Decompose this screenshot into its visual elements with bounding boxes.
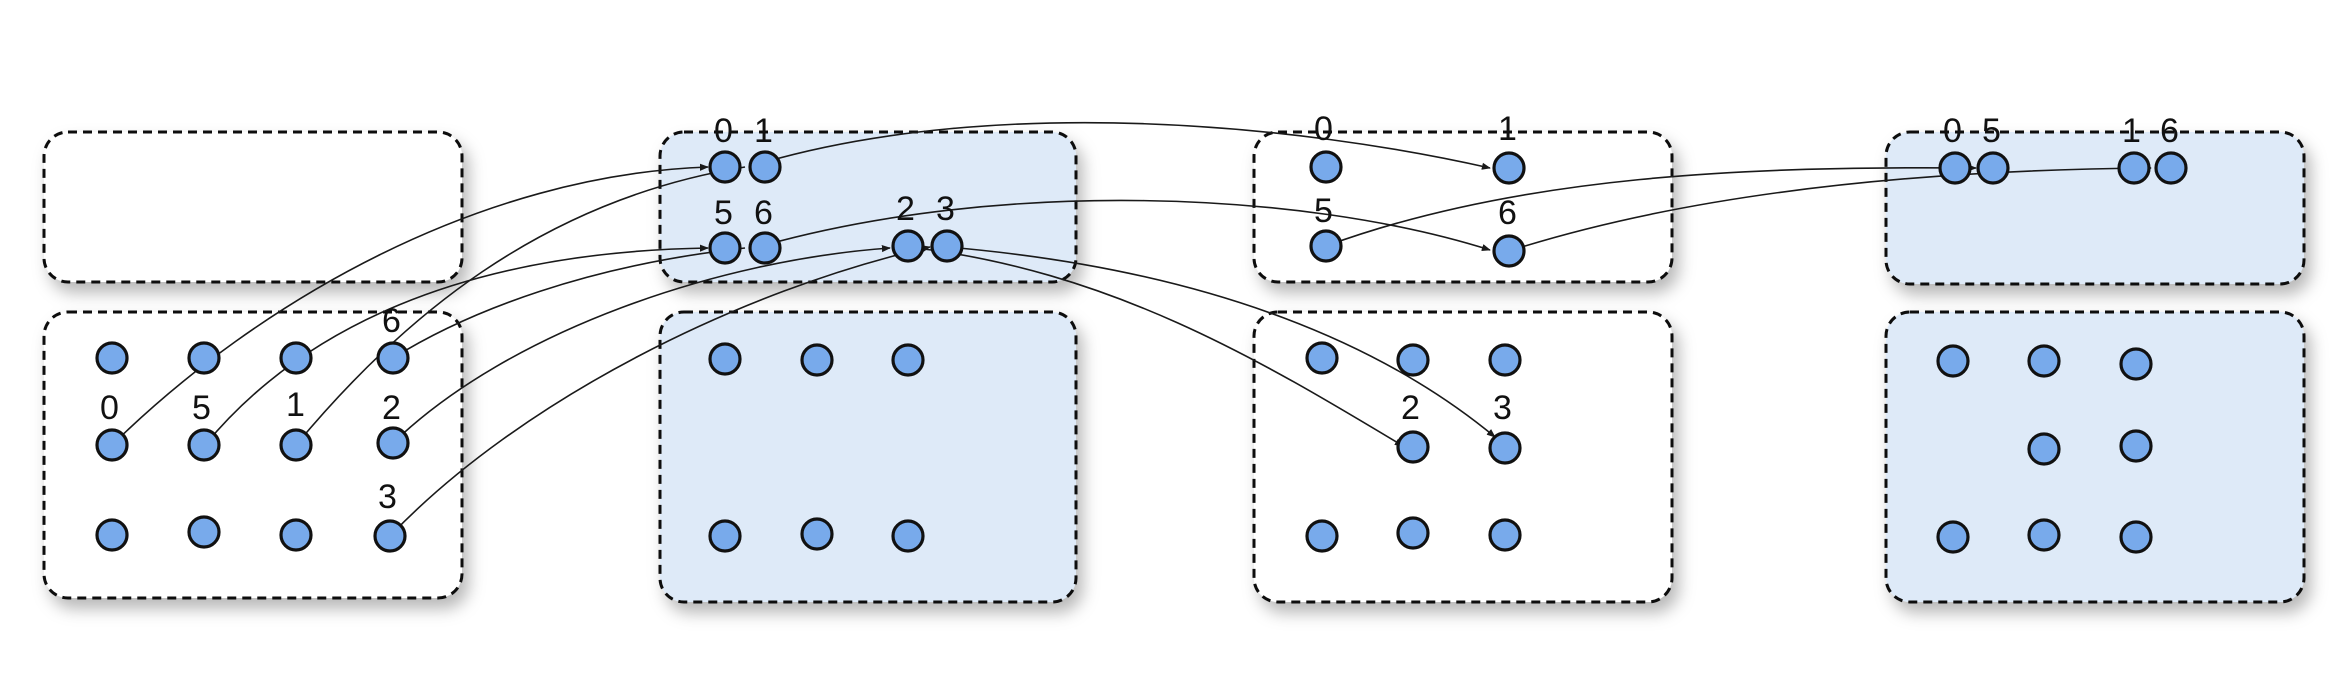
- node-b-5: [708, 231, 742, 265]
- edge-b1-c1: [764, 121, 1491, 170]
- label-b3: 3: [936, 190, 955, 228]
- label-b1: 1: [754, 112, 773, 150]
- node-b-1: [748, 150, 782, 184]
- edge-a5-b5: [204, 244, 709, 446]
- label-a1: 1: [286, 386, 305, 424]
- node-b-r3c3: [891, 519, 925, 553]
- edge-b3-c3: [946, 246, 1496, 438]
- node-c-2: [1396, 430, 1430, 464]
- label-c2: 2: [1401, 389, 1420, 427]
- edge-a1-b1: [295, 166, 746, 446]
- node-c-r3c2: [1396, 516, 1430, 550]
- label-c6: 6: [1498, 194, 1517, 232]
- node-a-6: [376, 341, 410, 375]
- label-a5: 5: [192, 389, 211, 427]
- label-c3: 3: [1493, 389, 1512, 427]
- panel-b-bottom: [658, 310, 1078, 604]
- edge-a0-b0: [111, 163, 709, 446]
- edge-group: [111, 121, 2152, 537]
- panel-a-top: [42, 130, 464, 284]
- label-group: 0 5 1 6 2 3 0 1 5 6 2 3 0 1 5 6 2 3 0 5 …: [100, 110, 2179, 516]
- node-d-5: [1976, 151, 2010, 185]
- node-b-r3c1: [708, 519, 742, 553]
- node-a-2: [376, 426, 410, 460]
- label-d0: 0: [1943, 112, 1962, 150]
- label-c1: 1: [1498, 110, 1517, 148]
- node-c-r3c1: [1305, 519, 1339, 553]
- node-a-0: [95, 428, 129, 462]
- node-d-r3c1: [1936, 520, 1970, 554]
- node-d-r1c1: [1936, 344, 1970, 378]
- label-d1: 1: [2122, 112, 2141, 150]
- node-b-3: [930, 229, 964, 263]
- node-a-r1c1: [95, 341, 129, 375]
- node-c-5: [1309, 229, 1343, 263]
- label-b0: 0: [714, 112, 733, 150]
- node-d-r2c2: [2027, 432, 2061, 466]
- node-a-r3c2: [187, 515, 221, 549]
- edge-b6-c6: [764, 199, 1491, 251]
- node-a-1: [279, 428, 313, 462]
- node-d-r3c3: [2119, 520, 2153, 554]
- label-b5: 5: [714, 194, 733, 232]
- node-a-r1c2: [187, 341, 221, 375]
- label-a0: 0: [100, 389, 119, 427]
- edge-a3-b3: [389, 245, 931, 537]
- node-c-r1c2: [1396, 343, 1430, 377]
- edge-a2-b2: [392, 244, 891, 444]
- node-group: [95, 150, 2188, 554]
- node-d-r1c2: [2027, 344, 2061, 378]
- node-c-r3c3: [1488, 518, 1522, 552]
- node-d-1: [2117, 151, 2151, 185]
- node-a-5: [187, 428, 221, 462]
- node-a-r3c1: [95, 518, 129, 552]
- node-d-r2c3: [2119, 429, 2153, 463]
- label-b6: 6: [754, 194, 773, 232]
- edge-c6-d6: [1508, 164, 2152, 252]
- node-d-6: [2154, 151, 2188, 185]
- node-d-r1c3: [2119, 347, 2153, 381]
- node-b-r1c3: [891, 343, 925, 377]
- node-b-6: [748, 231, 782, 265]
- edge-b2-c2: [907, 246, 1404, 447]
- panel-d-bottom: [1884, 310, 2306, 604]
- node-d-r3c2: [2027, 518, 2061, 552]
- node-c-6: [1492, 234, 1526, 268]
- node-b-0: [708, 150, 742, 184]
- label-d5: 5: [1982, 112, 2001, 150]
- label-d6: 6: [2160, 112, 2179, 150]
- node-c-r1c1: [1305, 341, 1339, 375]
- node-c-r1c3: [1488, 343, 1522, 377]
- node-b-2: [891, 229, 925, 263]
- panel-a-bottom: [42, 310, 464, 600]
- label-b2: 2: [896, 190, 915, 228]
- node-d-0: [1938, 151, 1972, 185]
- node-c-0: [1309, 150, 1343, 184]
- node-b-r1c1: [708, 342, 742, 376]
- label-c0: 0: [1314, 110, 1333, 148]
- label-c5: 5: [1314, 192, 1333, 230]
- node-c-3: [1488, 431, 1522, 465]
- label-a2: 2: [382, 389, 401, 427]
- node-b-r3c2: [800, 517, 834, 551]
- node-a-r1c3: [279, 341, 313, 375]
- node-b-r1c2: [800, 343, 834, 377]
- label-a3: 3: [378, 478, 397, 516]
- node-a-3: [373, 519, 407, 553]
- label-a6: 6: [382, 302, 401, 340]
- node-c-1: [1492, 151, 1526, 185]
- node-a-r3c3: [279, 518, 313, 552]
- edge-a6-b6: [392, 247, 746, 359]
- panel-c-bottom: [1252, 310, 1674, 604]
- edge-c5-d5: [1325, 164, 1977, 247]
